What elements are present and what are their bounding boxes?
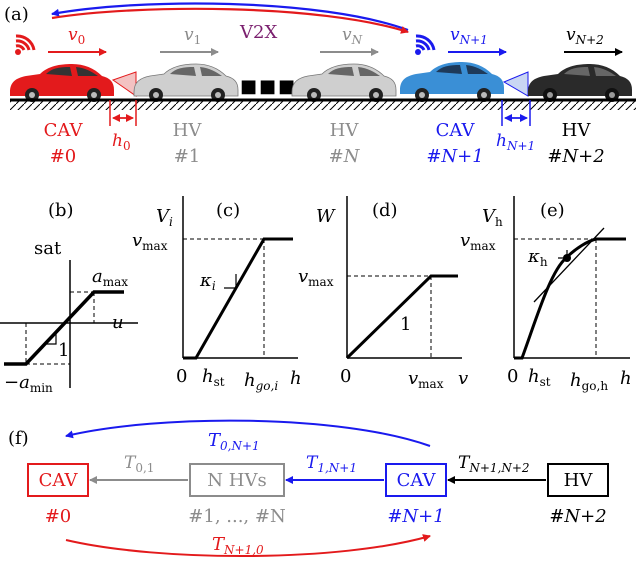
car-cav-N1 — [400, 62, 504, 102]
speed-label-N: vN — [342, 25, 363, 47]
ellipsis-dots: ■■■ — [240, 76, 297, 97]
panel-e-y-axis-label: Vh — [482, 206, 503, 229]
wifi-signal-icon — [415, 34, 436, 55]
node-cavN1-label: CAV — [397, 470, 437, 491]
speed-label-N1: vN+1 — [450, 25, 488, 47]
node-hv-box — [547, 463, 609, 497]
headway-label-N1: hN+1 — [496, 131, 535, 153]
panel-b: (b) sat 1 amax −amin u — [0, 200, 138, 395]
node-cavN1-num: #N+1 — [387, 506, 444, 527]
panel-d-y-top-label: vmax — [298, 266, 334, 289]
panel-d-x-axis-label: v — [458, 368, 468, 389]
wifi-signal-icon — [15, 34, 36, 55]
node-hv-num: #N+2 — [549, 506, 606, 527]
panel-b-label: (b) — [48, 200, 74, 221]
vehicle-type-N1: CAV — [436, 120, 476, 141]
panel-b-x-axis-label: u — [112, 312, 124, 333]
sensor-cone-icon — [111, 71, 137, 97]
sensor-cone-icon — [502, 71, 529, 97]
panel-e-slope-triangle — [558, 250, 568, 259]
panel-c: (c) Vi κi vmax 0 hst hgo,i h — [132, 196, 302, 393]
node-hvs-num: #1, ..., #N — [188, 506, 285, 527]
panel-e-label: (e) — [540, 200, 565, 221]
speed-label-N2: vN+2 — [566, 25, 604, 47]
panel-c-slope-triangle — [224, 274, 237, 289]
edge-T0N1 — [65, 419, 431, 447]
headway-label-0: h0 — [112, 131, 131, 153]
panel-e-x-tick1: hst — [528, 366, 551, 389]
speed-label-0: v0 — [68, 25, 85, 47]
edge-T0N1-label: T0,N+1 — [208, 430, 260, 453]
panel-b-bottom-label: −amin — [4, 372, 53, 395]
vehicle-num-N1: #N+1 — [426, 146, 483, 167]
car-hv-N2 — [528, 64, 632, 102]
panel-e-x-axis-label: h — [620, 368, 632, 389]
node-cav0-num: #0 — [45, 506, 72, 527]
panel-f-label: (f) — [8, 428, 29, 449]
panel-b-top-label: amax — [92, 266, 128, 289]
panel-c-label: (c) — [216, 200, 240, 221]
panel-c-x-tick2: hgo,i — [244, 370, 278, 393]
node-hvs-box — [189, 463, 285, 497]
panel-d-origin: 0 — [340, 366, 351, 387]
node-hvs-label: N HVs — [207, 470, 266, 491]
road-hatch — [10, 100, 636, 110]
vehicle-num-0: #0 — [50, 146, 77, 167]
vehicle-num-N: #N — [329, 146, 361, 167]
panel-c-slope-label: κi — [199, 270, 216, 293]
panel-d-y-axis-label: W — [316, 206, 336, 227]
edge-TN10-label: TN+1,0 — [212, 534, 264, 557]
edge-T1N1-label: T1,N+1 — [306, 453, 357, 475]
panel-e-y-top-label: vmax — [460, 230, 496, 253]
node-cav0-label: CAV — [39, 470, 79, 491]
panel-f: (f) T0,N+1 TN+1,0 CAV #0 N HVs #1, ..., … — [8, 419, 609, 557]
panel-c-curve — [183, 237, 293, 360]
panel-e-slope-label: κh — [527, 246, 548, 269]
vehicle-type-1: HV — [173, 120, 203, 141]
panel-b-slope-label: 1 — [58, 340, 69, 361]
node-cav0-box — [27, 463, 89, 497]
panel-b-y-axis-label: sat — [34, 238, 62, 259]
panel-e-origin: 0 — [507, 366, 518, 387]
panel-d: (d) W 1 vmax 0 vmax v — [298, 196, 468, 391]
panel-e: (e) Vh κh vmax 0 hst hgo,h h — [460, 196, 632, 393]
v2x-arc — [51, 2, 409, 32]
v2x-arc-red — [51, 7, 409, 34]
car-cav-0 — [10, 64, 114, 102]
vehicle-num-N2: #N+2 — [547, 146, 604, 167]
panel-c-x-tick1: hst — [202, 366, 225, 389]
vehicle-type-0: CAV — [44, 120, 84, 141]
node-hv-label: HV — [564, 470, 594, 491]
panel-a: (a) V2X v0 v1 vN vN+1 vN+2 — [4, 2, 636, 167]
vehicle-type-N2: HV — [562, 120, 592, 141]
panel-c-x-axis-label: h — [290, 368, 302, 389]
vehicle-num-1: #1 — [174, 146, 201, 167]
panel-d-slope-label: 1 — [400, 314, 411, 335]
edge-T01-label: T0,1 — [124, 453, 154, 475]
panel-d-x-tick: vmax — [408, 368, 444, 391]
edge-TN10 — [65, 534, 431, 557]
car-hv-1 — [133, 63, 239, 102]
panel-e-x-tick2: hgo,h — [570, 370, 608, 393]
node-cavN1-box — [385, 463, 447, 497]
vehicle-type-N: HV — [330, 120, 360, 141]
panel-c-y-axis-label: Vi — [156, 206, 173, 229]
v2x-label: V2X — [239, 22, 277, 43]
panel-c-origin: 0 — [176, 366, 187, 387]
panel-d-label: (d) — [372, 200, 398, 221]
panel-b-sat-curve — [4, 290, 124, 366]
panel-c-y-top-label: vmax — [132, 230, 168, 253]
panel-a-label: (a) — [4, 4, 29, 25]
panel-e-tangent — [533, 227, 605, 303]
panel-b-slope-triangle — [46, 334, 57, 345]
edge-TN1N2-label: TN+1,N+2 — [458, 453, 530, 475]
speed-label-1: v1 — [184, 25, 201, 47]
car-hv-N — [291, 63, 397, 102]
